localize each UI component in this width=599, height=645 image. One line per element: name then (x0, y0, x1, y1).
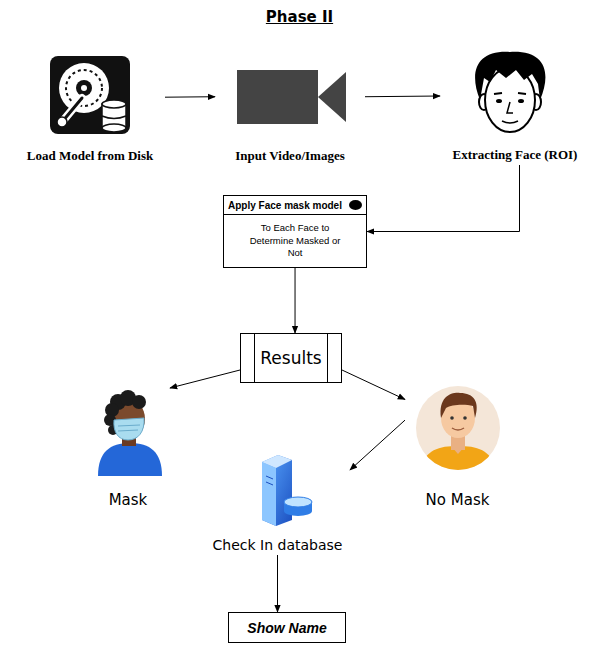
predefined-process-box: Results (240, 333, 342, 383)
icon-caption: Input Video/Images (235, 148, 344, 164)
face-icon (475, 52, 545, 132)
box-label: Results (260, 348, 321, 368)
icon-caption: No Mask (426, 491, 490, 509)
disk-node: Load Model from Disk (15, 50, 165, 168)
database-node: Check In database (205, 450, 350, 555)
camera-node: Input Video/Images (215, 60, 365, 168)
no-mask-node: No Mask (405, 384, 510, 513)
mask-node: Mask (78, 388, 178, 513)
connector-arrow (342, 370, 405, 399)
disk-icon (50, 56, 130, 134)
icon-caption: Mask (109, 491, 148, 509)
connector-arrow (365, 96, 440, 98)
icon-caption: Check In database (213, 537, 343, 553)
masked-person-icon (98, 390, 162, 476)
process-card: Apply Face mask model To Each Face to Det… (223, 195, 367, 268)
diagram-title: Phase II (0, 8, 599, 26)
database-icon (262, 455, 312, 526)
side-bar (327, 334, 328, 382)
card-body: To Each Face to Determine Masked or Not (224, 215, 366, 267)
icon-caption: Load Model from Disk (27, 148, 154, 164)
unmasked-person-icon (416, 386, 500, 475)
connector-arrow (295, 268, 296, 333)
card-body-text: To Each Face to Determine Masked or Not (249, 222, 341, 260)
connector-arrow (170, 370, 240, 388)
connector-arrow (367, 165, 519, 232)
header-dot (349, 200, 362, 210)
box-label: Show Name (247, 620, 326, 636)
side-bar (254, 334, 255, 382)
connector-arrow (165, 96, 215, 97)
connector-arrow (350, 420, 405, 470)
face-node: Extracting Face (ROI) (440, 50, 590, 165)
icon-caption: Extracting Face (ROI) (453, 147, 578, 163)
card-heading: Apply Face mask model (228, 200, 342, 211)
card-header: Apply Face mask model (224, 196, 366, 215)
camera-icon (237, 70, 346, 124)
output-box: Show Name (228, 612, 346, 643)
connector-arrow (277, 555, 278, 612)
